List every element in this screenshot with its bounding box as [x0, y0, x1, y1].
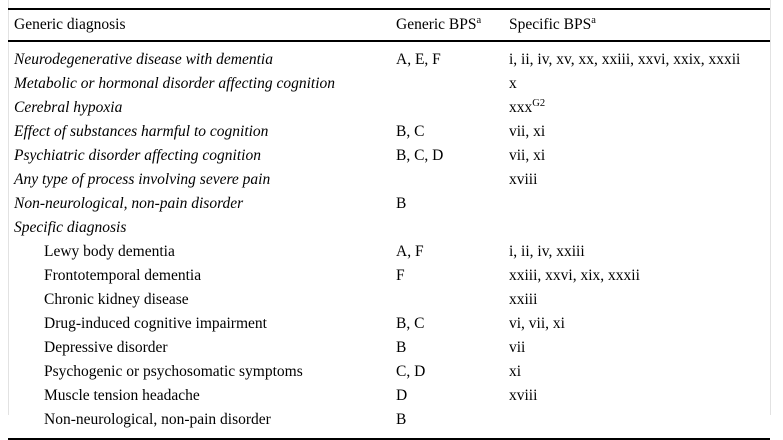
table-row: Any type of process involving severe pai…	[8, 168, 770, 192]
cell-generic-bps: B	[396, 195, 407, 212]
cell-specific-bps: xi	[503, 360, 770, 384]
cell-specific-bps: xxxG2	[503, 96, 770, 120]
cell-specific-bps: vi, vii, xi	[503, 312, 770, 336]
cell-specific-bps: vii, xi	[503, 120, 770, 144]
cell-generic-bps: B, C, D	[396, 147, 444, 164]
cell-specific-bps	[503, 408, 770, 432]
page-edge-rule-right	[770, 0, 771, 415]
table-row: Drug-induced cognitive impairment B, C vi,…	[8, 312, 770, 336]
cell-specific-bps-value: vii	[509, 339, 526, 356]
cell-specific-bps	[503, 216, 770, 240]
cell-generic-bps: B, C	[396, 315, 425, 332]
cell-diagnosis: Non-neurological, non-pain disorder	[44, 411, 271, 428]
cell-generic-bps: C, D	[396, 363, 426, 380]
column-header-specific-bps-label: Specific BPS	[509, 16, 592, 33]
cell-specific-bps: xxiii, xxvi, xix, xxxii	[503, 264, 770, 288]
table-row: Neurodegenerative disease with dementia A…	[8, 48, 770, 72]
cell-specific-bps: i, ii, iv, xxiii	[503, 240, 770, 264]
cell-specific-bps: xxiii	[503, 288, 770, 312]
cell-specific-bps-value: i, ii, iv, xv, xx, xxiii, xxvi, xxix, xx…	[509, 51, 741, 68]
cell-diagnosis: Specific diagnosis	[14, 219, 127, 236]
cell-generic-bps: D	[396, 387, 408, 404]
cell-specific-bps-value: vi, vii, xi	[509, 315, 565, 332]
table-row: Psychogenic or psychosomatic symptoms C, …	[8, 360, 770, 384]
column-header-generic-bps: Generic BPSa	[390, 10, 503, 40]
cell-generic-bps	[390, 216, 503, 240]
column-header-generic-diagnosis-label: Generic diagnosis	[14, 16, 126, 33]
cell-diagnosis: Non-neurological, non-pain disorder	[14, 195, 244, 212]
cell-specific-bps-value: x	[509, 75, 517, 92]
cell-specific-bps-value: vii, xi	[509, 123, 546, 140]
cell-generic-bps: A, E, F	[396, 51, 441, 68]
cell-generic-bps: B	[396, 339, 407, 356]
cell-generic-bps	[390, 72, 503, 96]
table-header-rule	[8, 40, 770, 42]
table-row: Lewy body dementia A, F i, ii, iv, xxiii	[8, 240, 770, 264]
table-row: Chronic kidney disease xxiii	[8, 288, 770, 312]
column-header-generic-diagnosis: Generic diagnosis	[8, 10, 390, 40]
table-row: Effect of substances harmful to cognitio…	[8, 120, 770, 144]
cell-specific-bps-value: xi	[509, 363, 522, 380]
cell-specific-bps: vii, xi	[503, 144, 770, 168]
table-top-rule	[8, 8, 770, 10]
cell-diagnosis: Any type of process involving severe pai…	[14, 171, 271, 188]
cell-specific-bps-value: vii, xi	[509, 147, 546, 164]
cell-diagnosis: Frontotemporal dementia	[44, 267, 202, 284]
page-edge-rule-left	[8, 0, 9, 415]
cell-diagnosis: Drug-induced cognitive impairment	[44, 315, 267, 332]
cell-generic-bps: B	[396, 411, 407, 428]
cell-diagnosis: Neurodegenerative disease with dementia	[14, 51, 273, 68]
cell-diagnosis: Metabolic or hormonal disorder affecting…	[14, 75, 336, 92]
cell-specific-bps-value: xxiii	[509, 291, 538, 308]
table-row: Non-neurological, non-pain disorder B	[8, 192, 770, 216]
table-row: Cerebral hypoxia xxxG2	[8, 96, 770, 120]
column-header-generic-bps-superscript: a	[476, 14, 482, 26]
cell-diagnosis: Chronic kidney disease	[44, 291, 189, 308]
table-row: Psychiatric disorder affecting cognition…	[8, 144, 770, 168]
cell-specific-bps-value: xxiii, xxvi, xix, xxxii	[509, 267, 640, 284]
cell-specific-bps: vii	[503, 336, 770, 360]
diagnosis-table-container: Generic diagnosis Generic BPSa Specific …	[8, 8, 770, 440]
column-header-specific-bps-superscript: a	[591, 14, 596, 26]
cell-generic-bps: B, C	[396, 123, 425, 140]
cell-specific-bps: xviii	[503, 168, 770, 192]
cell-specific-bps	[503, 192, 770, 216]
column-header-generic-bps-label: Generic BPS	[396, 16, 477, 33]
column-header-specific-bps: Specific BPSa	[503, 10, 770, 40]
cell-diagnosis: Effect of substances harmful to cognitio…	[14, 123, 269, 140]
table-row: Metabolic or hormonal disorder affecting…	[8, 72, 770, 96]
table-row: Specific diagnosis	[8, 216, 770, 240]
cell-generic-bps: A, F	[396, 243, 424, 260]
cell-diagnosis: Psychogenic or psychosomatic symptoms	[44, 363, 303, 380]
cell-diagnosis: Cerebral hypoxia	[14, 99, 123, 116]
cell-specific-bps: xviii	[503, 384, 770, 408]
cell-specific-bps-value: xxx	[509, 99, 533, 116]
cell-generic-bps	[390, 288, 503, 312]
cell-specific-bps: x	[503, 72, 770, 96]
cell-specific-bps: i, ii, iv, xv, xx, xxiii, xxvi, xxix, xx…	[503, 48, 770, 72]
cell-specific-bps-value: xviii	[509, 387, 538, 404]
cell-generic-bps	[390, 96, 503, 120]
table-header-row: Generic diagnosis Generic BPSa Specific …	[8, 10, 770, 40]
cell-generic-bps	[390, 168, 503, 192]
cell-diagnosis: Psychiatric disorder affecting cognition	[14, 147, 261, 164]
cell-specific-bps-superscript: G2	[532, 97, 546, 109]
cell-specific-bps-value: i, ii, iv, xxiii	[509, 243, 585, 260]
cell-diagnosis: Muscle tension headache	[44, 387, 200, 404]
table-header: Generic diagnosis Generic BPSa Specific …	[8, 10, 770, 40]
cell-diagnosis: Depressive disorder	[44, 339, 168, 356]
diagnosis-table: Generic diagnosis Generic BPSa Specific …	[8, 10, 770, 40]
cell-specific-bps-value: xviii	[509, 171, 538, 188]
cell-generic-bps: F	[396, 267, 405, 284]
cell-diagnosis: Lewy body dementia	[44, 243, 175, 260]
table-row: Non-neurological, non-pain disorder B	[8, 408, 770, 432]
